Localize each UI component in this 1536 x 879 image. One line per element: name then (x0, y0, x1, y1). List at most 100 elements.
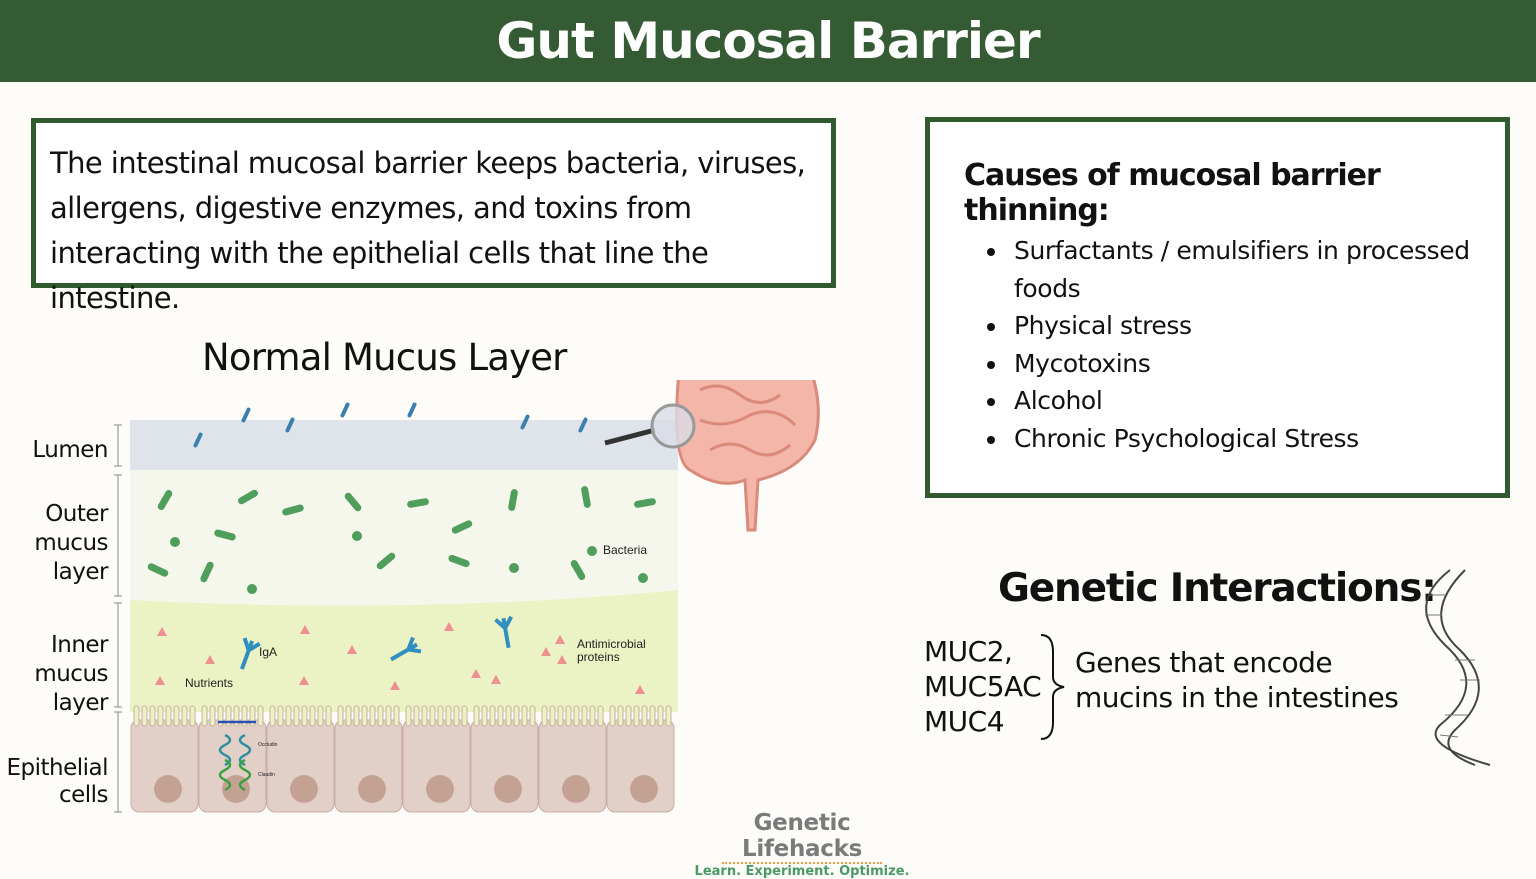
antimicrobial-protein (444, 622, 454, 631)
microvillus (377, 705, 384, 727)
iga-antibody (390, 636, 422, 662)
label-bacteria: Bacteria (603, 543, 648, 557)
cause-item: Alcohol (987, 382, 1471, 420)
antimicrobial-protein (347, 645, 357, 654)
antimicrobial-protein (635, 685, 645, 694)
bacterium (634, 498, 656, 508)
microvillus (565, 705, 572, 727)
microvillus (209, 705, 216, 727)
iga-antibody (494, 615, 514, 649)
microvillus (597, 705, 604, 727)
microvillus (461, 705, 468, 727)
bacterium (147, 563, 169, 577)
microvillus (353, 705, 360, 727)
microvillus (445, 705, 452, 727)
microvillus (557, 705, 564, 727)
lumen-microbe (578, 417, 588, 433)
logo-tagline: Learn. Experiment. Optimize. (694, 864, 910, 879)
microvillus (369, 705, 376, 727)
label-occludin: Occludin (258, 742, 278, 748)
microvillus (625, 705, 632, 727)
page-title: Gut Mucosal Barrier (496, 12, 1040, 70)
microvillus (589, 705, 596, 727)
microvillus (609, 705, 616, 727)
microvillus (657, 705, 664, 727)
gene-list: MUC2, MUC5AC MUC4 (924, 634, 1042, 739)
lumen-layer (130, 420, 678, 472)
intestine-illustration (675, 380, 820, 532)
bacteria-group (147, 402, 656, 594)
microvillus (277, 705, 284, 727)
nucleus (358, 775, 386, 803)
microvillus (361, 705, 368, 727)
microvillus (157, 705, 164, 727)
dna-icon (1425, 569, 1491, 766)
microvillus (573, 705, 580, 727)
iga-antibody (239, 637, 261, 670)
antimicrobial-protein (471, 669, 481, 678)
magnifier-icon (604, 403, 696, 449)
microvillus (505, 705, 512, 727)
causes-box: Causes of mucosal barrier thinning: Surf… (925, 117, 1510, 498)
microvillus (181, 705, 188, 727)
genetics-title: Genetic Interactions: (998, 566, 1437, 611)
bacterium (581, 486, 591, 508)
microvillus (301, 705, 308, 727)
microvillus (201, 705, 208, 727)
nucleus (154, 775, 182, 803)
gene: MUC5AC (924, 670, 1042, 703)
antimicrobial-protein (205, 655, 215, 664)
label-iga: IgA (259, 645, 278, 659)
microvillus (541, 705, 548, 727)
microvillus (437, 705, 444, 727)
curly-brace-icon (1040, 634, 1065, 740)
antimicrobial-protein (157, 627, 167, 636)
microvillus (421, 705, 428, 727)
microvillus (269, 705, 276, 727)
nucleus (630, 775, 658, 803)
antimicrobial-protein (300, 625, 310, 634)
microvillus (497, 705, 504, 727)
microvillus (549, 705, 556, 727)
coccus (638, 573, 648, 583)
lumen-microbe (285, 417, 295, 433)
antimicrobial-protein (541, 647, 551, 656)
gene: MUC4 (924, 705, 1005, 738)
label-epithelial: Epithelial cells (6, 755, 108, 808)
label-lumen: Lumen (32, 437, 108, 463)
tight-junction (218, 720, 256, 792)
antimicrobial-protein (557, 655, 567, 664)
microvillus (393, 705, 400, 727)
logo-name: Genetic Lifehacks (742, 810, 862, 862)
bacterium (448, 554, 470, 568)
nucleus (426, 775, 454, 803)
lumen-microbe (340, 402, 350, 418)
microvillus (429, 705, 436, 727)
coccus (352, 531, 362, 541)
antimicrobial-proteins-group (155, 622, 645, 694)
cause-item: Chronic Psychological Stress (987, 420, 1471, 458)
coccus (247, 584, 257, 594)
bacterium (451, 520, 473, 534)
causes-title: Causes of mucosal barrier thinning: (964, 158, 1381, 228)
microvillus (665, 705, 672, 727)
genes-description: Genes that encode mucins in the intestin… (1075, 646, 1399, 714)
microvillus (521, 705, 528, 727)
microvillus (165, 705, 172, 727)
bacterium (407, 498, 429, 508)
microvillus (317, 705, 324, 727)
label-outer-mucus: Outer mucus layer (34, 501, 108, 585)
microvillus (385, 705, 392, 727)
microvillus (257, 705, 264, 727)
cause-item: Mycotoxins (987, 345, 1471, 383)
microvillus (489, 705, 496, 727)
lumen-microbe (193, 432, 203, 448)
bacterium (157, 490, 173, 510)
gene: MUC2, (924, 635, 1013, 668)
label-antimicrobial: Antimicrobial proteins (577, 637, 646, 664)
lumen-microbe (241, 407, 251, 423)
nucleus (290, 775, 318, 803)
coccus (509, 563, 519, 573)
microvillus (309, 705, 316, 727)
intro-box: The intestinal mucosal barrier keeps bac… (31, 118, 836, 315)
